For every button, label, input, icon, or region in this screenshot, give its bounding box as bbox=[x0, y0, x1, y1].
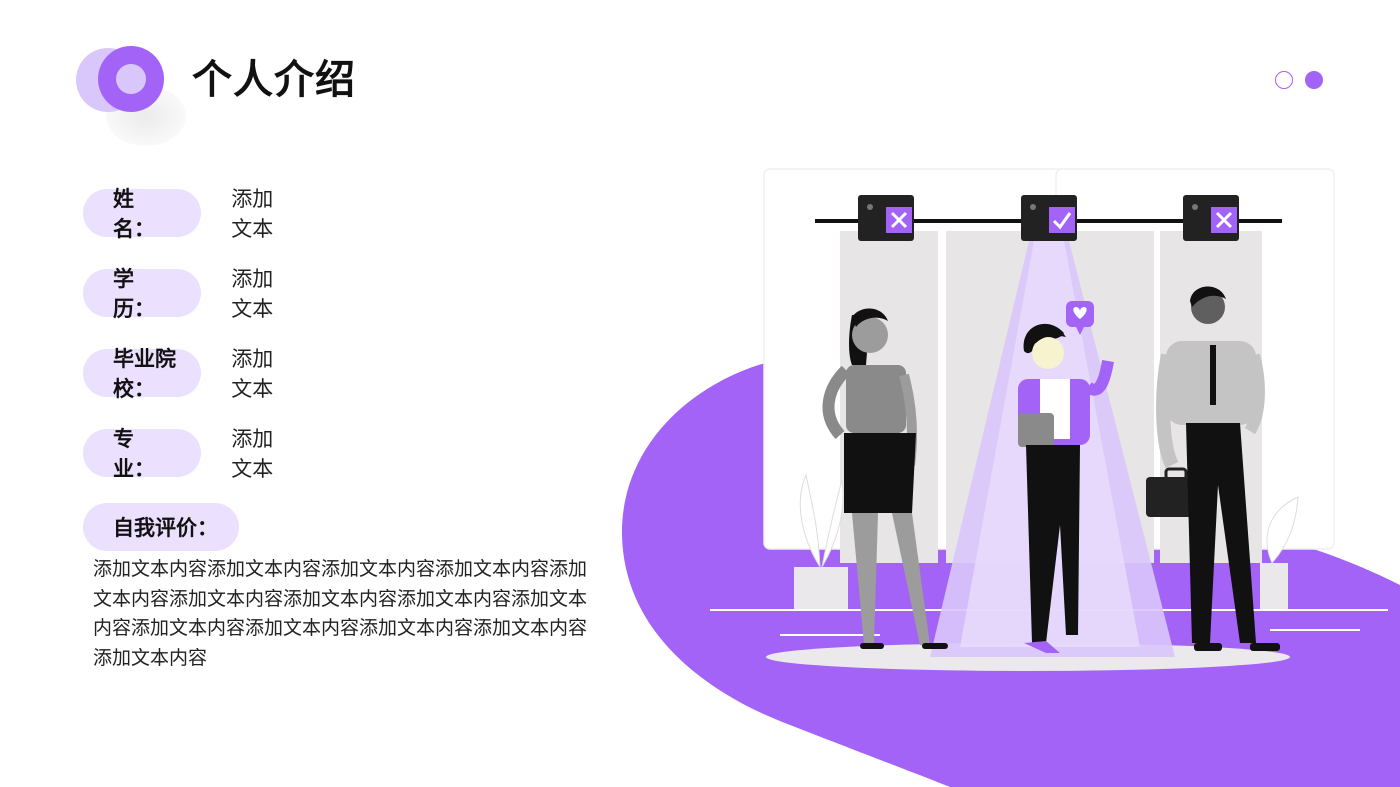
field-self-eval: 自我评价： bbox=[83, 503, 239, 551]
dot-filled-icon bbox=[1305, 71, 1323, 89]
candidate-right bbox=[1146, 286, 1280, 651]
camera-left bbox=[858, 195, 914, 241]
candidate-center bbox=[1018, 301, 1114, 653]
field-label: 专 业： bbox=[83, 427, 202, 481]
page-title: 个人介绍 bbox=[192, 57, 356, 103]
plant-right bbox=[1260, 496, 1299, 609]
field-value: 添加文本 bbox=[231, 347, 274, 401]
self-eval-text: 添加文本内容添加文本内容添加文本内容添加文本内容添加文本内容添加文本内容添加文本… bbox=[93, 558, 588, 669]
field-value: 添加文本 bbox=[231, 187, 274, 241]
candidate-left bbox=[822, 308, 948, 649]
field-education: 学 历： 添加文本 bbox=[83, 263, 290, 323]
field-school: 毕业院校： 添加文本 bbox=[83, 343, 290, 403]
field-label: 自我评价： bbox=[83, 503, 239, 551]
camera-center bbox=[1021, 195, 1077, 241]
dot-outline-icon bbox=[1275, 71, 1293, 89]
field-label: 姓 名： bbox=[83, 187, 202, 241]
field-label: 学 历： bbox=[83, 267, 202, 321]
field-value: 添加文本 bbox=[231, 427, 274, 481]
field-value: 添加文本 bbox=[231, 267, 274, 321]
logo-icon bbox=[76, 46, 186, 146]
field-label: 毕业院校： bbox=[83, 347, 202, 401]
recruitment-illustration bbox=[621, 168, 1400, 787]
field-name: 姓 名： 添加文本 bbox=[83, 183, 290, 243]
camera-right bbox=[1183, 195, 1239, 241]
plant-left bbox=[794, 473, 848, 609]
page-indicator bbox=[1275, 71, 1323, 89]
field-major: 专 业： 添加文本 bbox=[83, 423, 290, 483]
